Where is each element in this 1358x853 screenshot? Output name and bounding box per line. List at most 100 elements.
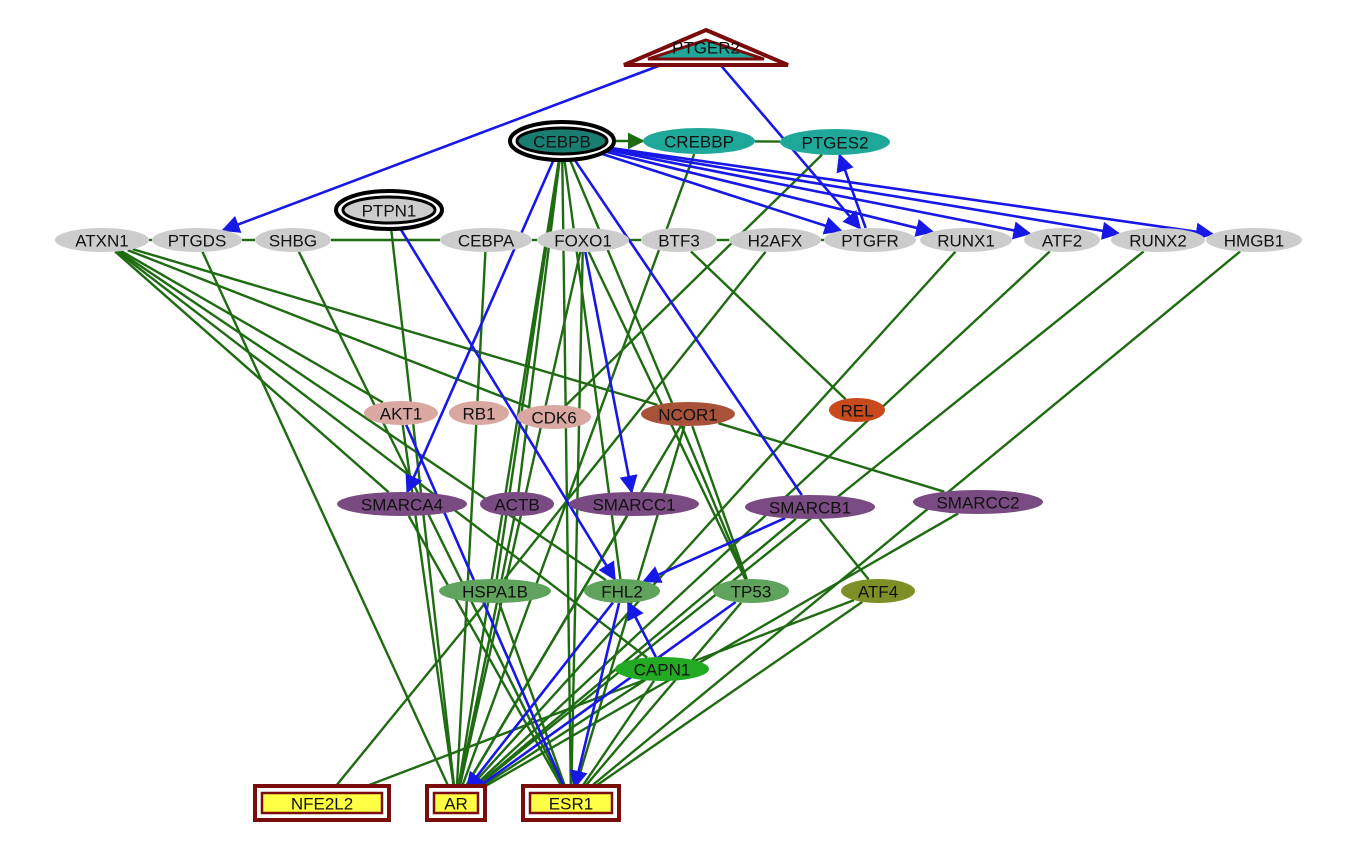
node-smarcc2[interactable]: SMARCC2 xyxy=(913,490,1043,514)
node-shape xyxy=(449,401,509,425)
node-label: RUNX2 xyxy=(1129,232,1187,251)
edge-hspa1b-esr1 xyxy=(498,602,567,788)
node-shape xyxy=(1024,228,1100,252)
node-h2afx[interactable]: H2AFX xyxy=(729,228,821,252)
node-label: BTF3 xyxy=(658,232,700,251)
node-cdk6[interactable]: CDK6 xyxy=(517,405,591,429)
node-shape xyxy=(255,228,331,252)
node-shbg[interactable]: SHBG xyxy=(255,228,331,252)
node-label: REL xyxy=(840,402,873,421)
node-label: ESR1 xyxy=(549,795,593,814)
edge-atf2-ar xyxy=(468,250,1051,792)
node-ptger2[interactable]: PTGER2 xyxy=(623,27,789,67)
edge-cebpb-hmgb1 xyxy=(602,145,1215,241)
node-smarcb1[interactable]: SMARCB1 xyxy=(745,495,875,519)
node-shape xyxy=(440,228,532,252)
node-label: SMARCA4 xyxy=(361,496,443,515)
edge-shbg-esr1 xyxy=(297,251,565,788)
node-shape xyxy=(432,791,480,815)
edge-hmgb1-esr1 xyxy=(587,250,1241,790)
node-shape xyxy=(364,401,438,425)
node-nfe2l2[interactable]: NFE2L2 xyxy=(253,784,391,822)
node-runx2[interactable]: RUNX2 xyxy=(1111,228,1205,252)
node-label: ATF2 xyxy=(1042,232,1082,251)
edge-foxo1-smarcc1 xyxy=(584,251,638,494)
edge-ptpn1-fhl2 xyxy=(395,222,616,581)
node-label: HSPA1B xyxy=(462,583,528,602)
node-shape xyxy=(337,492,467,516)
node-label: TP53 xyxy=(731,583,772,602)
edge-fhl2-ar xyxy=(465,601,614,791)
node-atf2[interactable]: ATF2 xyxy=(1024,228,1100,252)
edge-smarcb1-ar xyxy=(469,517,797,792)
node-ar[interactable]: AR xyxy=(425,784,487,822)
node-rel[interactable]: REL xyxy=(829,398,885,422)
edge-hspa1b-nfe2l2 xyxy=(333,602,487,789)
edge-atxn1-cdk6 xyxy=(127,248,531,409)
node-shape xyxy=(829,398,885,422)
edge-atxn1-fhl2 xyxy=(117,250,607,582)
node-ptpn1[interactable]: PTPN1 xyxy=(334,189,444,231)
node-shape xyxy=(1206,228,1302,252)
edge-smarcb1-fhl2 xyxy=(642,516,786,583)
node-hmgb1[interactable]: HMGB1 xyxy=(1206,228,1302,252)
node-actb[interactable]: ACTB xyxy=(480,492,554,516)
edge-ptges2-cdk6 xyxy=(564,153,823,407)
node-atxn1[interactable]: ATXN1 xyxy=(55,228,149,252)
node-label: FOXO1 xyxy=(554,232,612,251)
edge-cebpb-esr1 xyxy=(561,153,572,788)
node-runx1[interactable]: RUNX1 xyxy=(920,228,1012,252)
node-label: CAPN1 xyxy=(634,661,691,680)
node-esr1[interactable]: ESR1 xyxy=(521,784,621,822)
node-capn1[interactable]: CAPN1 xyxy=(615,657,709,681)
node-fhl2[interactable]: FHL2 xyxy=(584,579,660,603)
node-label: HMGB1 xyxy=(1224,232,1284,251)
node-shape xyxy=(780,129,890,155)
node-btf3[interactable]: BTF3 xyxy=(641,228,717,252)
node-ptgds[interactable]: PTGDS xyxy=(152,228,242,252)
node-crebbp[interactable]: CREBBP xyxy=(643,128,755,154)
node-rb1[interactable]: RB1 xyxy=(449,401,509,425)
node-shape xyxy=(260,791,384,815)
node-label: RB1 xyxy=(462,405,495,424)
edge-akt1-ar xyxy=(401,424,455,788)
edge-cebpa-ar xyxy=(455,251,487,788)
node-label: PTGDS xyxy=(168,232,227,251)
node-label: H2AFX xyxy=(748,232,803,251)
node-hspa1b[interactable]: HSPA1B xyxy=(439,579,551,603)
node-akt1[interactable]: AKT1 xyxy=(364,401,438,425)
node-smarcc1[interactable]: SMARCC1 xyxy=(569,492,699,516)
node-ptgfr[interactable]: PTGFR xyxy=(824,228,916,252)
node-smarca4[interactable]: SMARCA4 xyxy=(337,492,467,516)
edge-atxn1-akt1 xyxy=(120,249,384,404)
node-atf4[interactable]: ATF4 xyxy=(841,579,915,603)
node-label: AKT1 xyxy=(380,405,423,424)
node-tp53[interactable]: TP53 xyxy=(713,579,789,603)
edge-actb-ar xyxy=(458,515,516,788)
edge-cebpb-ptgfr xyxy=(591,149,843,235)
edge-cebpb-smarcb1 xyxy=(569,153,803,496)
node-foxo1[interactable]: FOXO1 xyxy=(537,228,629,252)
node-cebpb[interactable]: CEBPB xyxy=(508,120,616,162)
node-label: ATXN1 xyxy=(75,232,129,251)
node-shape xyxy=(841,579,915,603)
node-cebpa[interactable]: CEBPA xyxy=(440,228,532,252)
node-shape xyxy=(729,228,821,252)
node-shape xyxy=(55,228,149,252)
edge-cebpb-atf2 xyxy=(598,147,1032,240)
edge-atf4-esr1 xyxy=(590,600,863,791)
node-shape xyxy=(584,579,660,603)
edge-tp53-ar xyxy=(470,600,737,793)
node-shape xyxy=(647,38,765,61)
node-label: CEBPB xyxy=(533,133,591,152)
edge-foxo1-ar xyxy=(458,251,582,788)
node-shape xyxy=(439,579,551,603)
node-ptges2[interactable]: PTGES2 xyxy=(780,129,890,155)
node-shape xyxy=(824,228,916,252)
node-label: PTGER2 xyxy=(672,39,740,58)
node-label: ATF4 xyxy=(858,583,898,602)
node-label: AR xyxy=(444,795,468,814)
node-ncor1[interactable]: NCOR1 xyxy=(641,402,735,426)
